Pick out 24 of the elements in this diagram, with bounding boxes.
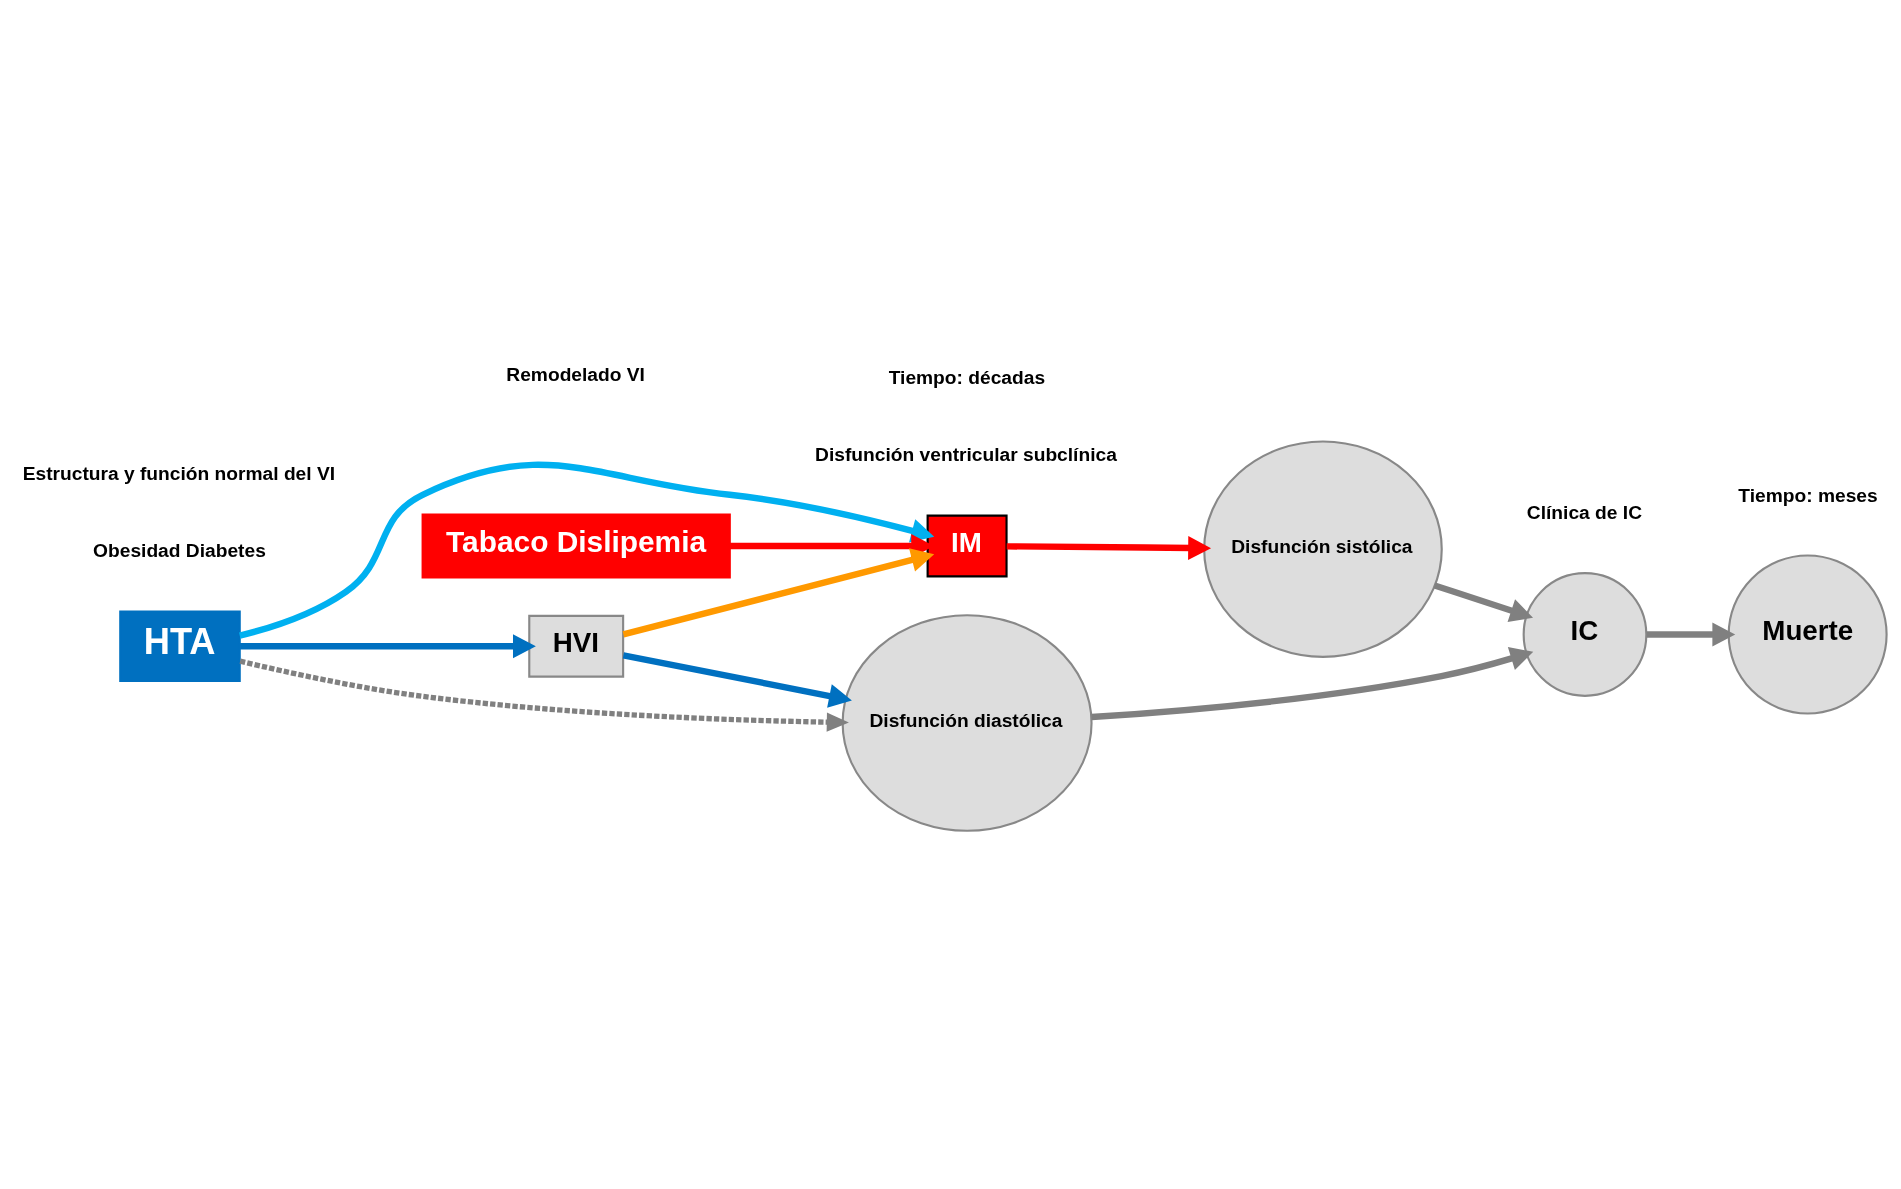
arrow — [622, 652, 852, 708]
label: Estructura y función normal del VI — [22, 463, 336, 485]
arrow — [240, 634, 536, 659]
node-box: Tabaco Dislipemia — [421, 513, 731, 579]
node-box: HTA — [119, 610, 241, 682]
arrow — [238, 461, 935, 639]
node-ellipse: Disfunción diastólica — [841, 614, 1093, 832]
arrow — [239, 658, 849, 732]
label: Clínica de IC — [1526, 501, 1643, 523]
node-box: IM — [926, 514, 1008, 578]
label: Tiempo: meses — [1738, 484, 1878, 506]
node-circle: Muerte — [1727, 554, 1888, 715]
node-circle: IC — [1522, 572, 1648, 697]
arrow — [1006, 535, 1212, 560]
arrow — [1646, 622, 1736, 647]
label: Remodelado VI — [506, 364, 645, 386]
label: Tiempo: décadas — [888, 367, 1046, 389]
label: Obesidad Diabetes — [93, 540, 266, 562]
arrow — [622, 548, 935, 638]
label: Disfunción ventricular subclínica — [815, 444, 1117, 466]
arrow — [1091, 647, 1534, 721]
node-circle: Disfunción sistólica — [1203, 440, 1443, 658]
node-box: HVI — [528, 614, 625, 678]
arrow — [1433, 582, 1534, 623]
